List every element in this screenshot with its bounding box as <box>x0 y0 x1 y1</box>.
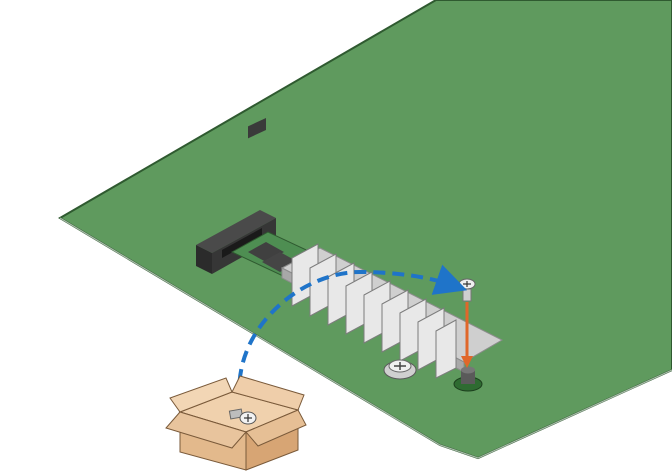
retention-bracket <box>383 359 417 380</box>
heatsink <box>280 243 504 379</box>
insert-screw-arrow <box>461 302 473 368</box>
motherboard <box>58 0 672 460</box>
spare-screw <box>228 408 257 425</box>
heatsink-fins <box>291 243 457 379</box>
move-screw-arrow <box>237 264 468 401</box>
m2-connector <box>196 210 276 274</box>
standoff <box>453 366 483 392</box>
parts-box <box>165 375 307 471</box>
